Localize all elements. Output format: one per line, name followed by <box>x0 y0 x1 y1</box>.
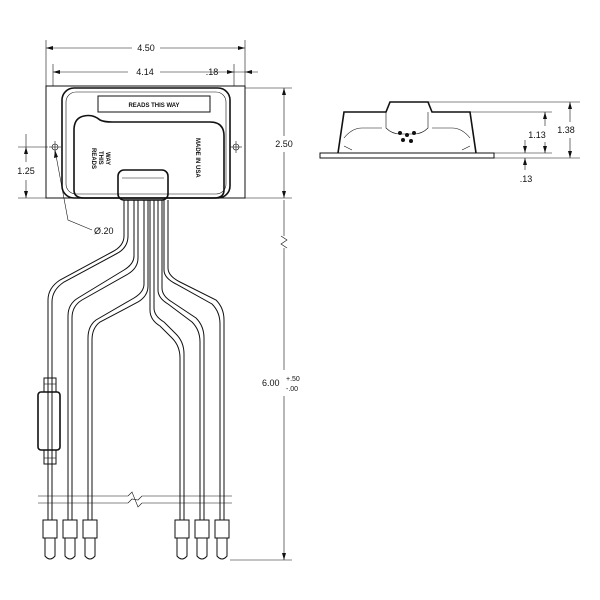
mounting-hole-right <box>230 141 242 153</box>
side-wire-dots <box>398 131 416 143</box>
dimension-lead-length: 6.00 +.50 -.00 <box>230 200 300 561</box>
wire-6 <box>163 200 221 520</box>
wire-3 <box>87 200 145 520</box>
dim-hole-spacing-text: 4.14 <box>136 67 154 77</box>
wire-4 <box>149 200 181 520</box>
dim-lead-length-text: 6.00 <box>262 378 280 388</box>
terminal-4 <box>174 519 190 560</box>
wire-2 <box>67 200 135 520</box>
wire-leads <box>37 200 232 560</box>
module-top-view: READS THIS WAY READS THIS WAY MADE IN US… <box>45 85 246 201</box>
terminal-3 <box>82 519 98 560</box>
reads-small-1: READS <box>90 148 96 169</box>
dim-lead-tol-minus: -.00 <box>286 386 298 393</box>
inline-fuse-holder <box>37 377 61 465</box>
terminal-2 <box>62 519 78 560</box>
dimension-hole-offset: 1.25 <box>17 134 48 199</box>
dim-base-thickness: .13 <box>520 174 533 184</box>
terminal-5 <box>194 519 210 560</box>
wire-1 <box>47 200 125 520</box>
terminal-6 <box>214 519 230 560</box>
dim-side-height-total: 1.38 <box>557 125 575 135</box>
module-side-view <box>319 101 495 159</box>
made-in-usa-label: MADE IN USA <box>194 138 200 178</box>
dim-overall-width-text: 4.50 <box>137 43 155 53</box>
dimension-hole-diameter: Ø.20 <box>54 149 114 236</box>
side-base-plate <box>319 152 495 159</box>
dimension-height: 2.50 <box>245 87 293 199</box>
reads-this-way-label: READS THIS WAY <box>128 103 179 109</box>
dimension-overall-width: 4.50 <box>45 40 246 86</box>
wire-exit-boot <box>117 169 169 201</box>
dim-lead-tol-plus: +.50 <box>286 376 300 383</box>
dim-hole-offset-text: 1.25 <box>17 166 35 176</box>
wire-5 <box>157 200 201 520</box>
dim-side-height-small: 1.13 <box>528 130 546 140</box>
reads-small-2: THIS <box>97 151 103 165</box>
label-strip <box>97 95 211 113</box>
break-line <box>38 491 232 508</box>
terminal-1 <box>42 519 58 560</box>
inner-panel <box>73 114 225 199</box>
dim-height-text: 2.50 <box>275 139 293 149</box>
dimension-hole-spacing: 4.14 .18 <box>52 64 258 86</box>
dim-hole-diameter-text: Ø.20 <box>94 226 114 236</box>
dim-edge-offset-text: .18 <box>206 67 219 77</box>
side-housing <box>337 101 477 154</box>
reads-small-3: WAY <box>104 152 110 165</box>
dimension-side-heights: 1.13 1.38 .13 <box>428 101 580 184</box>
